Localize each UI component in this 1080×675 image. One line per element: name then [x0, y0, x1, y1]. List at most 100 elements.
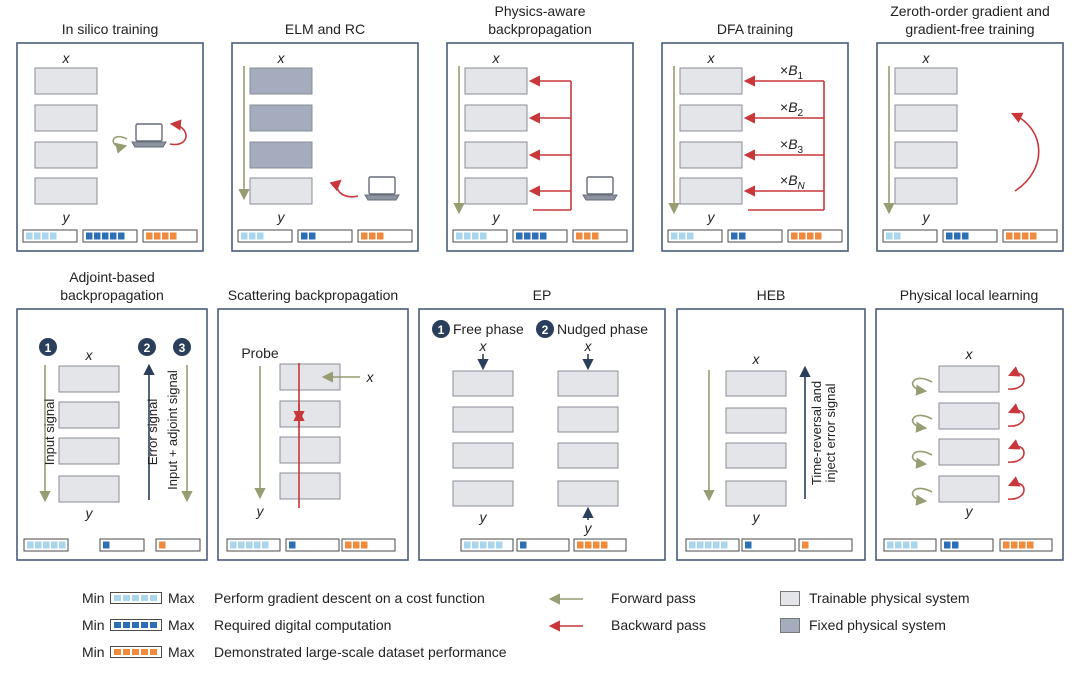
panel-title: In silico training [62, 21, 159, 37]
input-x-label: x [62, 50, 71, 66]
local-forward-arrow [911, 450, 933, 469]
trainable-layer [679, 67, 743, 95]
rating-digital-bar-segment [540, 232, 547, 240]
trainable-layer [452, 442, 514, 469]
legend-digital-text: Required digital computation [214, 617, 392, 633]
output-y-label: y [277, 209, 286, 225]
rating-gradient-bar-segment [246, 541, 253, 549]
rating-gradient-bar-segment [679, 232, 686, 240]
output-y-label: y [492, 209, 501, 225]
rating-large-scale-bar-segment [1019, 541, 1026, 549]
output-y-label: y [707, 209, 716, 225]
rating-gradient-bar-segment [895, 541, 902, 549]
legend-max-label: Max [168, 617, 195, 633]
rating-gradient-bar-segment [894, 232, 901, 240]
rating-digital-bar-segment [952, 541, 959, 549]
rating-digital-bar-segment [520, 541, 527, 549]
rating-large-scale-bar-segment [377, 232, 384, 240]
laptop-screen [368, 176, 396, 195]
rating-digital-bar-segment [739, 232, 746, 240]
rating-gradient-bar-segment [238, 541, 245, 549]
rating-gradient-bar-segment [480, 232, 487, 240]
phase-1-number: 1 [438, 323, 445, 337]
rating-digital-bar [516, 538, 570, 552]
panel-title: DFA training [717, 21, 793, 37]
rating-digital-bar-segment [944, 541, 951, 549]
rating-gradient-bar-segment [51, 541, 58, 549]
nudged-phase-label: Nudged phase [557, 321, 648, 337]
rating-digital-bar-segment [301, 232, 308, 240]
rating-large-scale-bar-segment [807, 232, 814, 240]
trainable-layer [279, 472, 341, 500]
rating-digital-bar-segment [103, 541, 110, 549]
rating-gradient-bar-segment [464, 232, 471, 240]
trainable-layer [464, 67, 528, 95]
panel-title: Physics-aware [494, 3, 585, 19]
output-y-label: y [62, 209, 71, 225]
rating-gradient-bar-segment [887, 541, 894, 549]
rating-digital-bar-segment [86, 232, 93, 240]
fixed-layer [249, 67, 313, 95]
feedback-label: ×BN [780, 172, 806, 192]
output-y-label: y [85, 505, 94, 521]
panel-title: Physical local learning [900, 287, 1039, 303]
panel-title: gradient-free training [905, 21, 1034, 37]
panel-title: EP [533, 287, 552, 303]
rating-large-scale-bar-segment [802, 541, 809, 549]
trainable-layer [452, 480, 514, 507]
input-x-label: x [752, 351, 761, 367]
trainable-layer [938, 438, 1000, 466]
backward-arrow [329, 179, 359, 198]
rating-large-scale-bar-segment [1011, 541, 1018, 549]
rating-large-scale-bar [155, 538, 201, 552]
rating-large-scale-bar-segment [1030, 232, 1037, 240]
trainable-layer [938, 475, 1000, 503]
rating-large-scale-bar-segment [592, 232, 599, 240]
legend-large-scale-bar [110, 646, 162, 658]
output-y-label: y [752, 509, 761, 525]
panel-title: HEB [757, 287, 786, 303]
rating-digital-bar-segment [532, 232, 539, 240]
probe-label: Probe [241, 345, 279, 361]
rating-large-scale-bar-segment [345, 541, 352, 549]
rating-digital-bar-segment [102, 232, 109, 240]
step-2-circle [138, 338, 156, 356]
local-backward-arrow [1007, 403, 1025, 427]
rating-large-scale-bar-segment [361, 232, 368, 240]
legend-min-label: Min [82, 644, 105, 660]
rating-large-scale-bar-segment [791, 232, 798, 240]
rating-gradient-bar-segment [705, 541, 712, 549]
legend-digital-bar [110, 619, 162, 631]
trainable-layer [725, 370, 787, 397]
trainable-layer [557, 480, 619, 507]
output-y-label: y [965, 503, 974, 519]
trainable-layer [58, 437, 120, 465]
local-forward-arrow [911, 414, 933, 433]
input-x-label: x [922, 50, 931, 66]
rating-digital-bar-segment [962, 232, 969, 240]
rating-gradient-bar-segment [249, 232, 256, 240]
rating-gradient-bar-segment [911, 541, 918, 549]
nudged-y-label: y [584, 520, 593, 536]
panel-title: Scattering backpropagation [228, 287, 398, 303]
legend-backward-pass: Backward pass [611, 617, 706, 633]
legend-gradient-text: Perform gradient descent on a cost funct… [214, 590, 485, 606]
trainable-layer [279, 436, 341, 464]
laptop-base [364, 194, 400, 201]
rating-gradient-bar-segment [671, 232, 678, 240]
rating-large-scale-bar-segment [1027, 541, 1034, 549]
panel-frame [875, 308, 1064, 561]
rating-gradient-bar-segment [43, 541, 50, 549]
rating-gradient-bar-segment [456, 232, 463, 240]
phase-2-number: 2 [542, 323, 549, 337]
rating-large-scale-bar-segment [593, 541, 600, 549]
rating-gradient-bar-segment [721, 541, 728, 549]
rating-gradient-bar-segment [687, 232, 694, 240]
trainable-layer [679, 141, 743, 169]
fixed-layer [249, 104, 313, 132]
input-x-label: x [707, 50, 716, 66]
panel-title: Adjoint-based [69, 269, 155, 285]
legend-large-scale-text: Demonstrated large-scale dataset perform… [214, 644, 507, 660]
feedback-label: ×B2 [780, 99, 804, 119]
